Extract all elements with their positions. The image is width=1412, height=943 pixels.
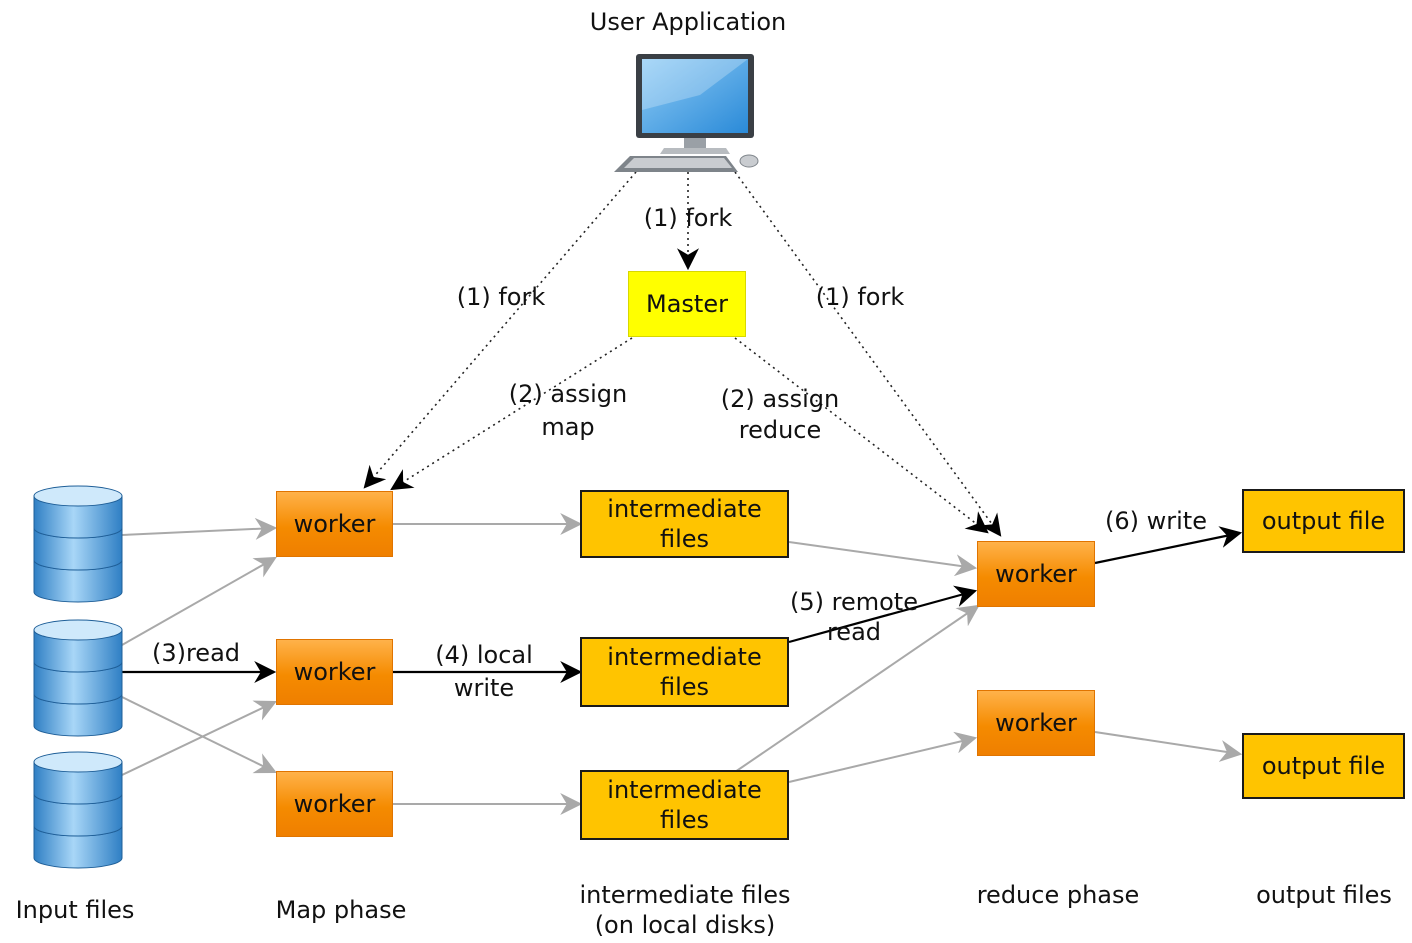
write-arrow	[1094, 526, 1243, 565]
local-write-label-2: write	[453, 674, 515, 702]
reduce2-to-output2	[1094, 731, 1243, 762]
map-worker-2-label: worker	[293, 658, 376, 686]
input2-to-worker3	[121, 696, 277, 774]
assign-reduce-label-1: (2) assign	[720, 385, 840, 413]
map-worker-1-label: worker	[293, 510, 376, 538]
reduce-worker-1: worker	[977, 541, 1095, 607]
master-label: Master	[646, 290, 728, 318]
fork-left-label: (1) fork	[456, 283, 546, 311]
reduce-phase-caption: reduce phase	[976, 881, 1140, 909]
intermediate-files-2-line2: files	[659, 673, 710, 701]
remote-read-arrow	[788, 585, 978, 644]
fork-right-label: (1) fork	[815, 283, 905, 311]
black-arrows	[122, 526, 1243, 683]
reduce-worker-2: worker	[977, 690, 1095, 756]
inter3-to-reduce2	[788, 731, 978, 783]
intermediate-files-1-line2: files	[659, 525, 710, 553]
output-file-2-label: output file	[1261, 752, 1386, 780]
map-worker-3-label: worker	[293, 790, 376, 818]
intermediate-files-3: intermediate files	[580, 770, 789, 840]
reduce-worker-2-label: worker	[995, 709, 1077, 737]
database-icon	[33, 619, 123, 737]
intermediate-files-2: intermediate files	[580, 637, 789, 707]
map-worker-3: worker	[276, 771, 393, 837]
inter3-to-reduce1	[734, 604, 980, 773]
map-phase-caption: Map phase	[275, 896, 407, 924]
master-node: Master	[628, 271, 746, 337]
inter1-to-reduce1	[788, 541, 978, 577]
assign-map-label-2: map	[541, 413, 595, 441]
input-files-group	[33, 485, 123, 869]
database-icon	[33, 751, 123, 869]
output-file-1: output file	[1242, 489, 1405, 553]
gray-arrows	[121, 513, 1243, 815]
fork-center-label: (1) fork	[643, 204, 733, 232]
input2-to-worker1	[121, 556, 277, 646]
read-label: (3)read	[151, 639, 241, 667]
remote-read-label-1: (5) remote	[790, 588, 918, 616]
output-files-caption: output files	[1256, 881, 1392, 909]
remote-read-label-2: read	[826, 618, 882, 646]
fork-right-arrow	[734, 171, 1002, 537]
intermediate-files-3-line2: files	[659, 806, 710, 834]
input-files-caption: Input files	[15, 896, 135, 924]
database-icon	[33, 485, 123, 603]
intermediate-files-1-line1: intermediate	[607, 495, 762, 523]
output-file-1-label: output file	[1261, 507, 1386, 535]
control-arrows	[363, 171, 1002, 537]
map-worker-1: worker	[276, 491, 393, 557]
intermediate-files-caption-2: (on local disks)	[594, 911, 776, 939]
reduce-worker-1-label: worker	[995, 560, 1077, 588]
intermediate-files-caption-1: intermediate files	[579, 881, 791, 909]
assign-reduce-arrow	[734, 337, 989, 534]
input3-to-worker2	[121, 700, 277, 776]
desktop-computer-icon	[614, 54, 759, 172]
intermediate-files-3-line1: intermediate	[607, 776, 762, 804]
output-file-2: output file	[1242, 733, 1405, 799]
assign-map-label-1: (2) assign	[508, 380, 628, 408]
map-worker-2: worker	[276, 639, 393, 705]
input1-to-worker1	[121, 517, 278, 540]
local-write-label-1: (4) local	[435, 641, 533, 669]
assign-reduce-label-2: reduce	[738, 416, 822, 444]
intermediate-files-2-line1: intermediate	[607, 643, 762, 671]
intermediate-files-1: intermediate files	[580, 490, 789, 558]
write-label: (6) write	[1105, 507, 1207, 535]
user-application-label: User Application	[589, 8, 787, 36]
